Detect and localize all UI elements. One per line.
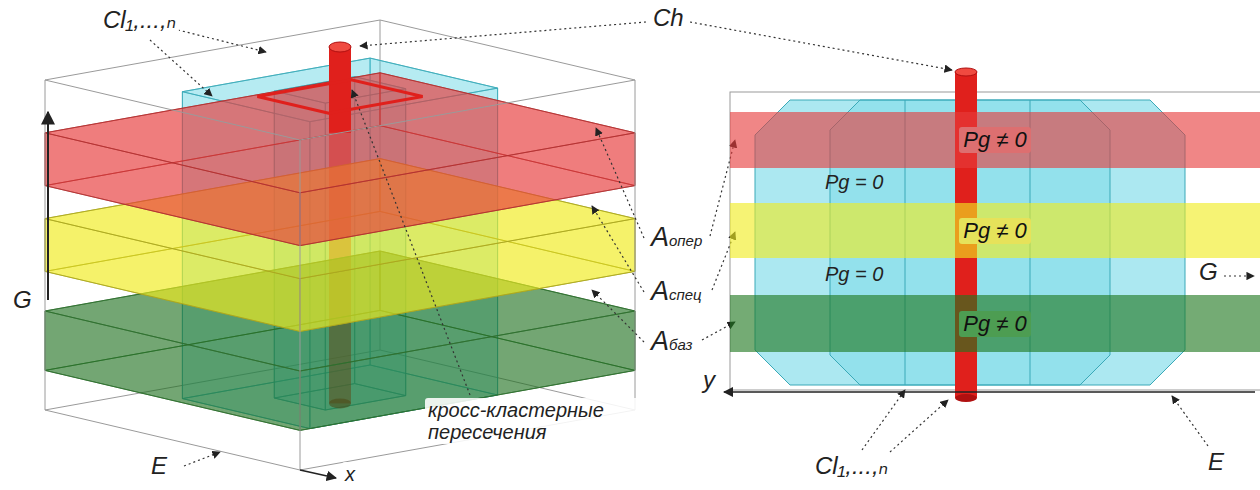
leader-line [184,452,220,466]
layer-label: Aопер [648,222,705,254]
leader-line [178,30,266,52]
cluster-label: Cl₁,...,ₙ [812,452,891,480]
frame-edge [635,80,636,410]
probability-label: Pg ≠ 0 [959,218,1030,244]
axis-label: G [10,286,35,314]
axis-label: G [1196,258,1221,286]
x-axis-arrow [300,470,336,478]
frame-edge [300,80,635,140]
leader-line [862,390,905,450]
probability-label: Pg ≠ 0 [959,127,1030,153]
cross-cluster-section [257,80,422,114]
channel-label: Ch [650,4,687,32]
frame-edge [45,80,46,410]
leader-line [1224,275,1254,276]
probability-label: Pg = 0 [822,170,886,194]
channel-cylinder [955,68,977,76]
leader-line [352,90,470,395]
frame-edge [380,20,635,80]
leader-line [890,400,948,452]
cluster-label: Cl₁,...,ₙ [100,6,179,34]
layer-band: Pg ≠ 0 [730,112,1260,168]
y-axis-arrow [724,391,1255,393]
frame-edge [45,20,380,80]
layer-label: Aспец [648,276,705,308]
cross-cluster-note: кросс-кластерные пересечения [425,398,641,444]
layer-band: Pg ≠ 0 [730,203,1260,258]
frame-edge [45,80,300,140]
axis-label: E [1205,448,1227,476]
g-axis-arrow [47,112,49,300]
leader-line [592,206,644,292]
axis-label: x [342,462,358,486]
channel-cylinder [955,394,977,402]
probability-label: Pg = 0 [822,262,886,286]
layer-band: Pg ≠ 0 [730,295,1260,352]
leader-line [150,40,212,96]
channel-cylinder [329,42,351,52]
frame-edge [730,92,1260,390]
axis-label: E [148,452,170,480]
leader-line [360,22,646,46]
probability-label: Pg ≠ 0 [959,311,1030,337]
frame-edge [45,410,300,470]
channel-cylinder [329,47,351,133]
leader-line [1172,396,1208,446]
leader-line [690,22,952,70]
layer-label: Aбаз [648,326,695,358]
leader-line [592,290,644,342]
frame-edge [300,140,301,470]
leader-line [596,128,644,238]
axis-label: y [700,366,718,394]
